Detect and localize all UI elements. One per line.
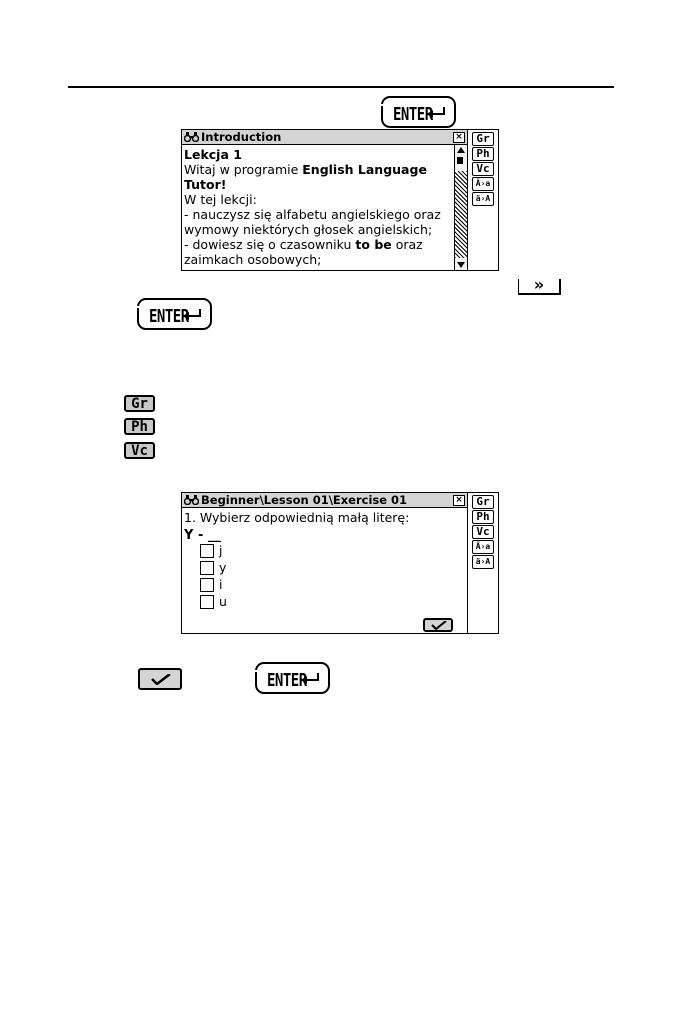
checkbox[interactable] [200,578,214,592]
option-label: j [219,543,223,558]
text-line: Witaj w programie English Language [184,162,441,177]
vocabulary-icon: Vc [124,442,155,459]
exercise-content: 1. Wybierz odpowiednią małą literę: Y - … [184,510,466,633]
answer-option[interactable]: j [200,543,466,560]
text-segment: Tutor! [184,177,227,192]
exercise-question: 1. Wybierz odpowiednią małą literę: [184,510,410,525]
scroll-track[interactable] [455,171,467,258]
text-line: Lekcja 1 [184,147,441,162]
enter-key-icon: ENTER [381,96,456,128]
phonetics-button[interactable]: Ph [472,147,494,161]
checkmark-icon [151,674,171,685]
phonetics-icon: Ph [124,418,155,435]
window-title: Introduction [201,130,282,144]
window-title: Beginner\Lesson 01\Exercise 01 [201,493,408,507]
option-label: y [219,560,227,575]
translate-to-foreign-button[interactable]: ä›A [472,555,494,569]
phonetics-button[interactable]: Ph [472,510,494,524]
next-page-label: » [533,275,545,294]
scroll-thumb[interactable] [457,157,463,164]
side-toolbar: Gr Ph Vc Ä›a ä›A [467,493,498,633]
text-line: Tutor! [184,177,441,192]
confirm-button[interactable] [423,618,453,632]
text-segment: Witaj w programie [184,162,303,177]
next-page-button[interactable]: » [518,277,561,295]
text-line: - dowiesz się o czasowniku to be oraz [184,237,441,252]
text-segment: - nauczysz się alfabetu angielskiego ora… [184,207,441,222]
text-segment: Lekcja 1 [184,147,242,162]
close-icon[interactable]: × [453,132,465,143]
binoculars-icon [184,132,199,142]
text-segment: oraz [391,237,423,252]
side-toolbar: Gr Ph Vc Ä›a ä›A [467,130,498,270]
answer-option[interactable]: i [200,577,466,594]
text-line: - nauczysz się alfabetu angielskiego ora… [184,207,441,222]
grammar-button[interactable]: Gr [472,132,494,146]
checkbox[interactable] [200,544,214,558]
text-segment: - dowiesz się o czasowniku [184,237,356,252]
top-rule [68,86,614,88]
translate-to-foreign-button[interactable]: ä›A [472,192,494,206]
text-segment: English Language [302,162,427,177]
scroll-down-arrow-icon[interactable] [457,262,465,268]
exercise-titlebar: Beginner\Lesson 01\Exercise 01 × [182,493,468,508]
text-line: zaimkach osobowych; [184,252,441,267]
checkbox[interactable] [200,595,214,609]
checkbox[interactable] [200,561,214,575]
option-label: i [219,577,223,592]
confirm-button-icon [138,668,182,690]
grammar-button[interactable]: Gr [472,495,494,509]
scroll-up-arrow-icon[interactable] [457,147,465,153]
answer-option[interactable]: u [200,594,466,611]
exercise-screen: Beginner\Lesson 01\Exercise 01 × 1. Wybi… [181,492,499,634]
enter-key-icon: ENTER [255,662,330,694]
text-segment: zaimkach osobowych; [184,252,322,267]
option-label: u [219,594,227,609]
answer-option[interactable]: y [200,560,466,577]
text-segment: wymowy niektórych głosek angielskich; [184,222,433,237]
introduction-titlebar: Introduction × [182,130,468,145]
text-segment: to be [355,237,392,252]
text-segment: W tej lekcji: [184,192,257,207]
checkmark-icon [431,621,447,630]
scrollbar[interactable] [454,145,467,270]
translate-to-native-button[interactable]: Ä›a [472,177,494,191]
text-line: wymowy niektórych głosek angielskich; [184,222,441,237]
exercise-prompt: Y - __ [184,528,221,543]
translate-to-native-button[interactable]: Ä›a [472,540,494,554]
binoculars-icon [184,495,199,505]
enter-key-icon: ENTER [137,298,212,330]
grammar-icon: Gr [124,395,155,412]
close-icon[interactable]: × [453,495,465,506]
vocabulary-button[interactable]: Vc [472,525,494,539]
vocabulary-button[interactable]: Vc [472,162,494,176]
text-line: W tej lekcji: [184,192,441,207]
